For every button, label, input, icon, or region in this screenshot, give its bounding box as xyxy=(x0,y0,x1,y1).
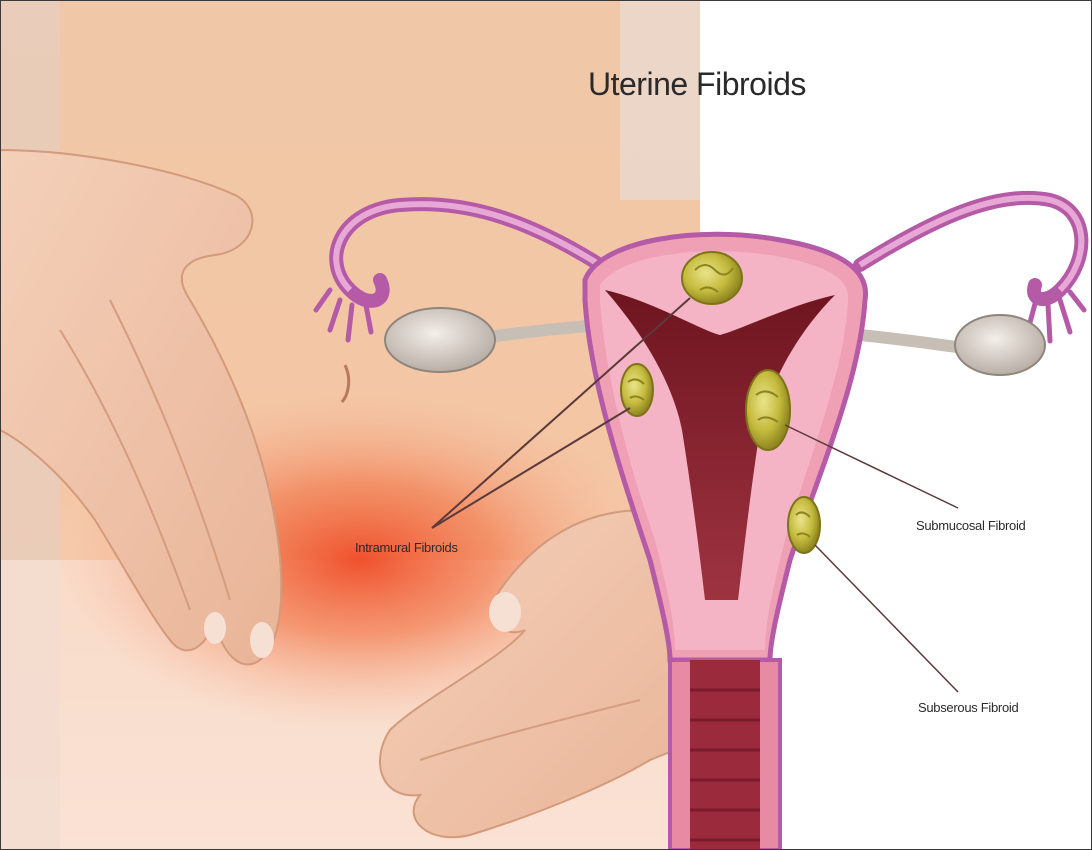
fibroid-submucosal xyxy=(746,370,790,450)
fibroid-intramural-left xyxy=(621,364,653,416)
label-subserous-fibroid: Subserous Fibroid xyxy=(918,700,1018,715)
diagram-title: Uterine Fibroids xyxy=(588,66,806,103)
leader-line-subserous xyxy=(815,545,958,692)
fibroid-subserous xyxy=(788,497,820,553)
right-ovary xyxy=(955,315,1045,375)
fibroid-top xyxy=(682,252,742,304)
left-ovary xyxy=(385,308,495,372)
label-submucosal-fibroid: Submucosal Fibroid xyxy=(916,518,1026,533)
label-intramural-fibroids: Intramural Fibroids xyxy=(355,540,458,555)
